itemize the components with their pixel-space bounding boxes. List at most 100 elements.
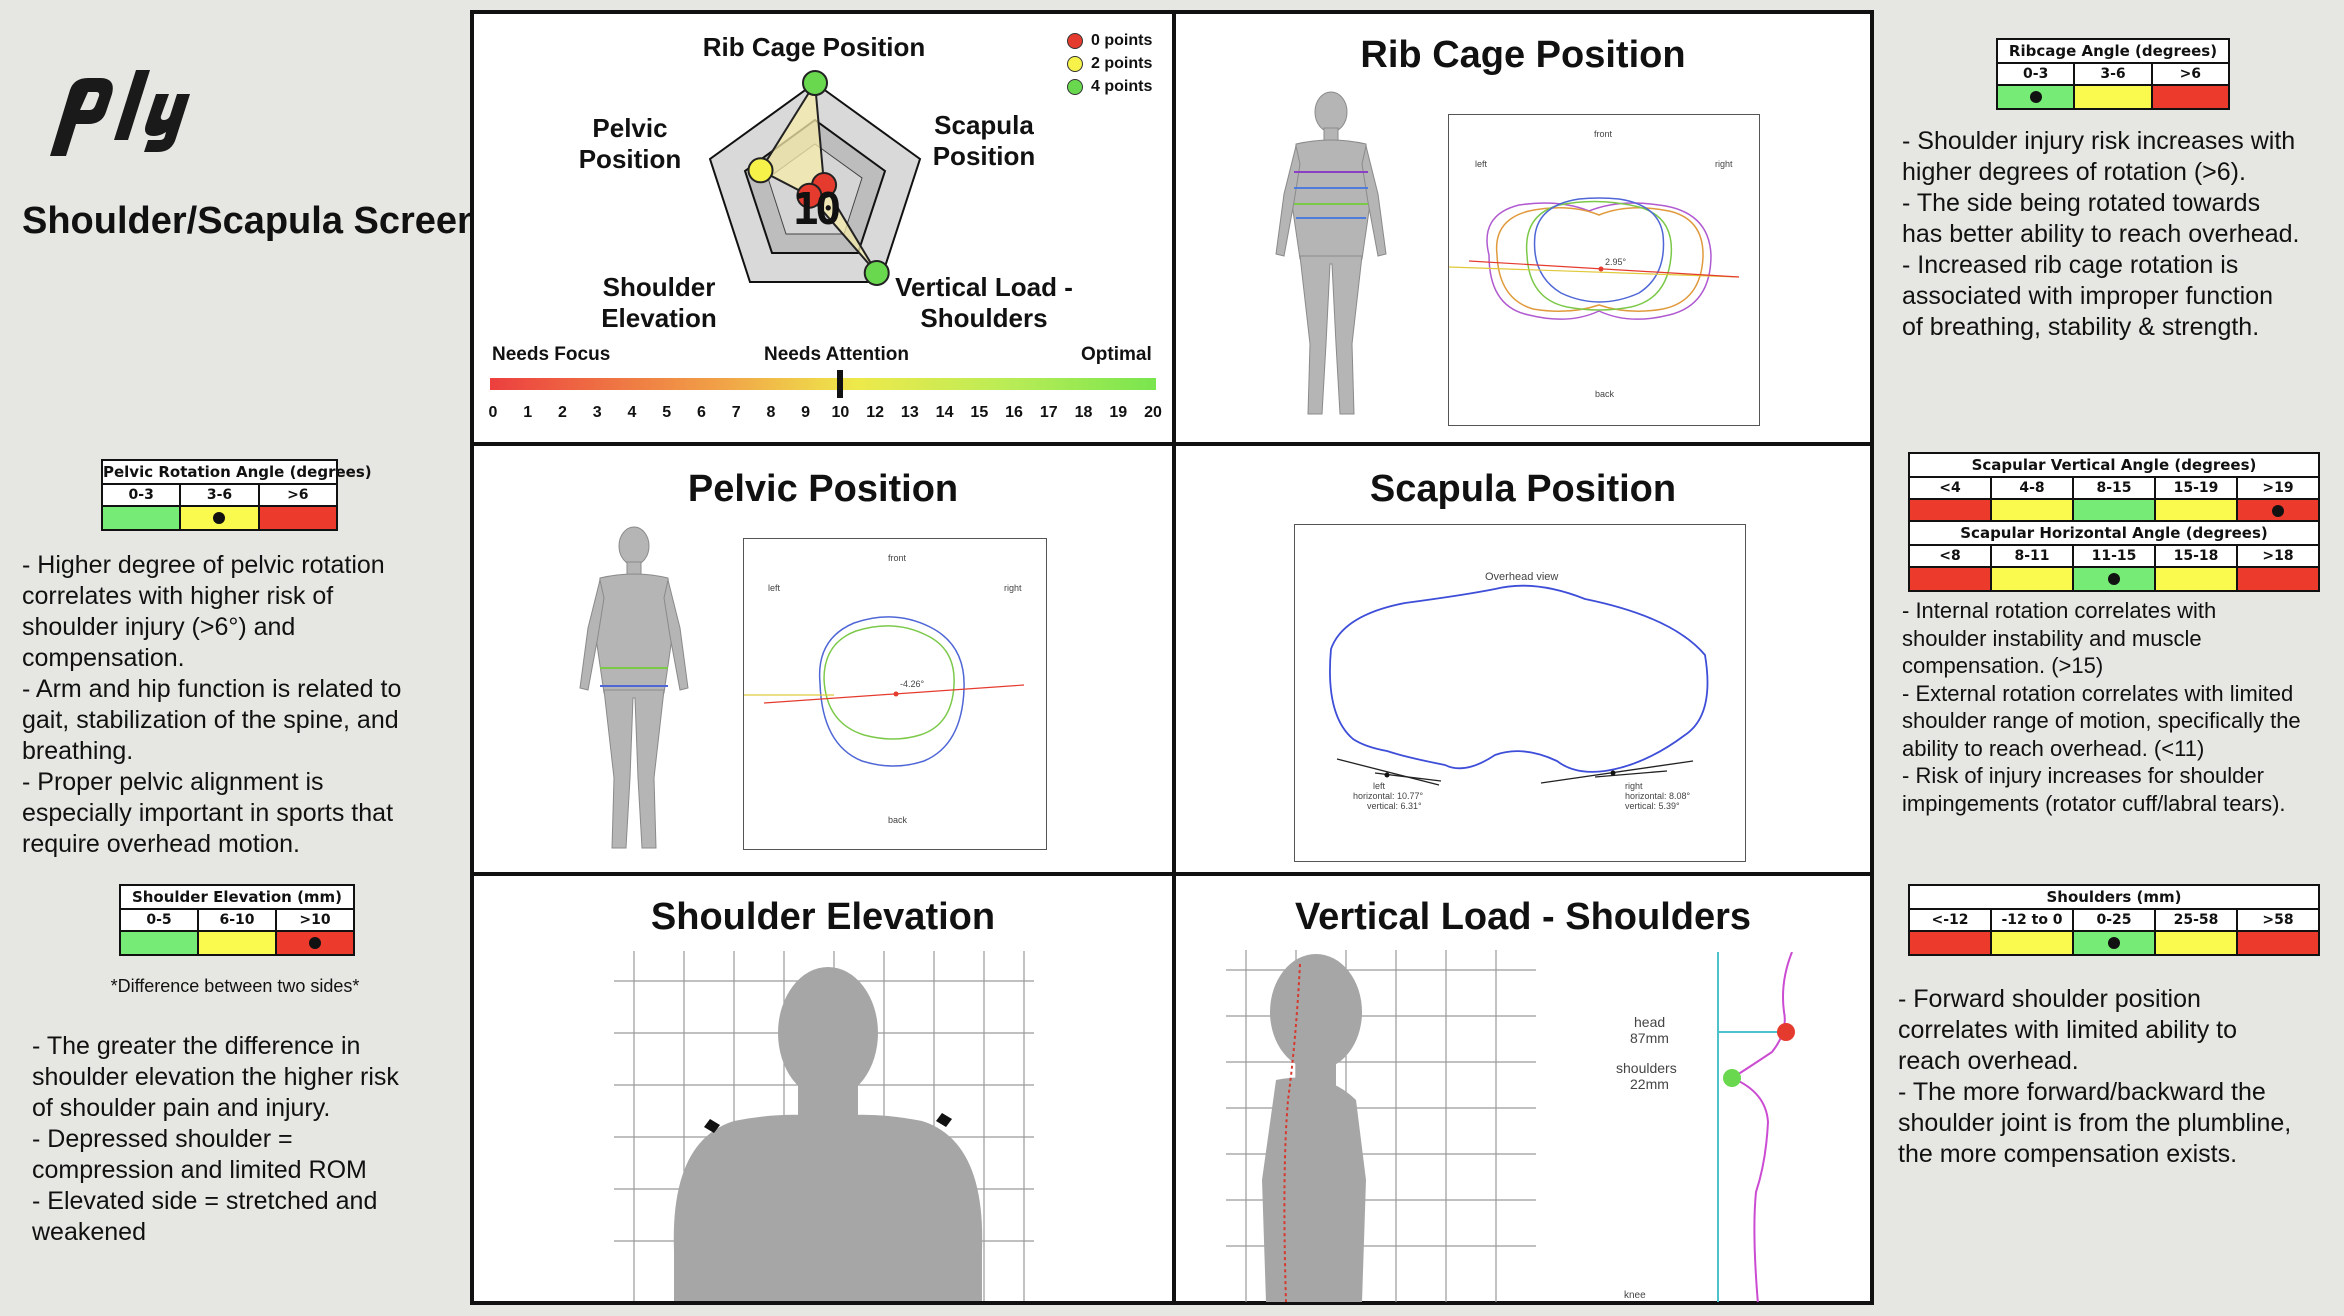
text-line: higher degrees of rotation (>6).	[1902, 158, 2246, 186]
scapula-title: Scapula Position	[1369, 468, 1677, 510]
rib-cage-title: Rib Cage Position	[1360, 34, 1686, 76]
scale-tick-label: 8	[766, 404, 776, 421]
shoulders-mm-label: 22mm	[1630, 1076, 1669, 1092]
legend-swatch	[1067, 56, 1083, 72]
rib-cage-outlines	[1449, 197, 1740, 320]
scale-tick-label: 16	[1005, 404, 1023, 421]
text-line: weakened	[32, 1218, 146, 1246]
vertical-load-title: Vertical Load - Shoulders	[1294, 896, 1752, 938]
radar-label-scapula: Scapula Position	[932, 110, 1036, 171]
radar-score: 10	[792, 184, 842, 235]
bottom-label: knee	[1624, 1290, 1646, 1301]
table-color-row	[1910, 566, 2318, 590]
table-color-cell	[2152, 86, 2228, 108]
pelvic-title: Pelvic Position	[687, 468, 959, 510]
scap-left-horizontal: horizontal: 10.77°	[1353, 791, 1424, 801]
legend-item: 0 points	[1067, 32, 1152, 50]
table-range-cell: 11-15	[2074, 546, 2156, 566]
table-color-cell	[2156, 932, 2238, 954]
scale-tick-label: 4	[627, 404, 637, 421]
vertical-load-panel: Vertical Load - Shoulders head	[1176, 876, 1870, 1302]
table-color-cell	[1992, 500, 2074, 522]
scap-left-label: left	[1373, 781, 1386, 791]
text-line: - External rotation correlates with limi…	[1902, 680, 2294, 706]
table-color-cell	[2156, 500, 2238, 522]
chart-back-label: back	[888, 815, 908, 825]
text-line: - Depressed shoulder =	[32, 1125, 293, 1153]
text-line: - The side being rotated towards	[1902, 189, 2261, 217]
table-color-cell	[2075, 86, 2153, 108]
table-caption: Shoulders (mm)	[1910, 886, 2318, 910]
chart-front-label: front	[1594, 129, 1613, 139]
table-range-cell: 4-8	[1992, 478, 2074, 498]
text-line: ability to reach overhead. (<11)	[1902, 735, 2205, 761]
rib-cage-panel: Rib Cage Position front left right back …	[1176, 14, 1870, 442]
chart-angle-label: 2.95°	[1605, 257, 1627, 267]
text-line: impingements (rotator cuff/labral tears)…	[1902, 790, 2286, 816]
head-label: head	[1634, 1014, 1666, 1030]
pelvic-description: - Higher degree of pelvic rotation correl…	[22, 550, 462, 860]
text-line: - Higher degree of pelvic rotation	[22, 551, 385, 579]
scale-tick-label: 19	[1109, 404, 1128, 421]
rib-body-model	[1275, 91, 1387, 415]
table-range-cell: -12 to 0	[1992, 910, 2074, 930]
text-line: associated with improper function	[1902, 282, 2274, 310]
legend-item: 4 points	[1067, 78, 1152, 96]
radar-point	[747, 157, 774, 184]
panel-grid: 10 Rib Cage Position Scapula Position Ve…	[470, 10, 1874, 1305]
table-range-cell: >6	[287, 487, 309, 503]
text-line: reach overhead.	[1898, 1047, 2079, 1075]
scale-label-needs-focus: Needs Focus	[492, 344, 611, 365]
rib-cage-chart: front left right back 2.95°	[1448, 114, 1760, 426]
radar-label-rib: Rib Cage Position	[702, 32, 926, 62]
text-line: - Increased rib cage rotation is	[1902, 251, 2239, 279]
table-color-cell	[103, 507, 182, 529]
pelvic-body-model	[579, 526, 689, 849]
text-line: of breathing, stability & strength.	[1902, 313, 2260, 341]
scale-tick-label: 1	[523, 404, 533, 421]
shoulders-label: shoulders	[1616, 1060, 1677, 1076]
scale-tick-label: 13	[900, 404, 919, 421]
table-color-cell	[1992, 568, 2074, 590]
scale-tick-label: 2	[558, 404, 567, 421]
scapula-panel: Scapula Position Overhead view left hori…	[1176, 446, 1870, 872]
current-value-marker	[309, 937, 321, 949]
text-line: - Arm and hip function is related to	[22, 675, 402, 703]
ply-logo	[50, 70, 190, 156]
table-range-cell: 15-19	[2156, 478, 2238, 498]
radar-label-pelvic: Pelvic Position	[578, 113, 682, 174]
text-line: shoulder joint is from the plumbline,	[1898, 1109, 2292, 1137]
chart-back-label: back	[1595, 389, 1615, 399]
current-value-marker	[2108, 573, 2120, 585]
elevation-grid-image	[614, 951, 1034, 1301]
table-color-cell	[1998, 86, 2076, 108]
text-line: - Shoulder injury risk increases with	[1902, 127, 2296, 155]
pelvic-outlines	[744, 616, 1025, 767]
text-line: correlates with higher risk of	[22, 582, 334, 610]
text-line: correlates with limited ability to	[1898, 1016, 2238, 1044]
text-line: of shoulder pain and injury.	[32, 1094, 331, 1122]
text-line: require overhead motion.	[22, 830, 300, 858]
table-range-cell: 8-11	[1992, 546, 2074, 566]
table-range-cell: 0-3	[1998, 64, 2076, 84]
scale-label-needs-attention: Needs Attention	[764, 344, 909, 365]
shoulder-elevation-title: Shoulder Elevation	[650, 896, 996, 938]
text-line: shoulder injury (>6°) and	[22, 613, 296, 641]
scale-tick-label: 20	[1144, 404, 1162, 421]
text-line: - Proper pelvic alignment is	[22, 768, 324, 796]
table-range-cell: >58	[2262, 912, 2294, 928]
legend-item: 2 points	[1067, 55, 1152, 73]
radar-label-elevation: Shoulder Elevation	[601, 272, 717, 333]
text-line: breathing.	[22, 737, 134, 765]
scapula-chart: Overhead view left horizontal: 10.77° ve…	[1294, 524, 1746, 862]
table-color-cell	[181, 507, 260, 529]
table-range-cell: 3-6	[181, 485, 260, 505]
